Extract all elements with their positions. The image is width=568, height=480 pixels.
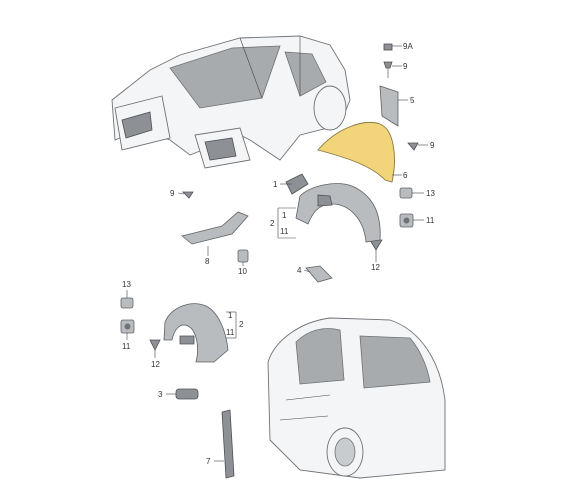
label-4: 4 — [297, 266, 302, 275]
part-3-insert — [175, 388, 199, 400]
label-9a: 9A — [403, 42, 413, 51]
label-9-left: 9 — [170, 189, 175, 198]
label-11-right: 11 — [426, 216, 435, 225]
clip-10 — [237, 249, 249, 263]
label-9-top: 9 — [403, 62, 408, 71]
screw-9-left — [182, 191, 194, 199]
part-6-fender-panel — [317, 122, 395, 183]
label-12-right: 12 — [371, 263, 380, 272]
leader-lines — [126, 45, 428, 462]
part-4-bracket — [305, 265, 333, 283]
clip-12-left — [149, 339, 161, 351]
label-11-left: 11 — [122, 342, 131, 351]
label-2-mid: 2 — [270, 219, 275, 228]
label-2-left: 2 — [239, 320, 244, 329]
label-12-left: 12 — [151, 360, 160, 369]
label-1-bracket: 1 — [282, 211, 287, 220]
fastener-9a — [383, 43, 393, 51]
screw-9-top — [383, 61, 393, 78]
wheel-housing-liner-upper — [295, 183, 381, 243]
label-11-bracket: 11 — [280, 227, 289, 236]
part-7-sill-strip — [221, 409, 235, 479]
screw-9-right — [407, 142, 419, 151]
label-3: 3 — [158, 390, 163, 399]
clip-11-right — [399, 213, 414, 228]
clip-13-left — [120, 297, 134, 309]
label-11-left-bracket: 11 — [226, 328, 235, 337]
label-9-right: 9 — [430, 141, 435, 150]
wheel-housing-liner-lower — [163, 303, 229, 363]
part-1-insert — [285, 173, 309, 195]
car-body-shell-top — [111, 35, 351, 169]
label-13-right: 13 — [426, 189, 435, 198]
label-13-left: 13 — [122, 280, 131, 289]
clip-13-right — [399, 187, 413, 199]
car-body-rear-lower — [267, 317, 446, 479]
callout-labels: 9A 9 5 9 6 13 11 12 1 2 1 11 4 9 8 10 13… — [122, 42, 435, 466]
label-1-mid: 1 — [273, 180, 278, 189]
label-7: 7 — [206, 457, 211, 466]
label-1-left-bracket: 1 — [228, 311, 233, 320]
clip-11-left — [120, 319, 135, 334]
part-5-trim-panel — [379, 85, 399, 127]
label-5: 5 — [410, 96, 415, 105]
part-8-bracket — [181, 211, 249, 245]
label-8: 8 — [205, 257, 210, 266]
label-6: 6 — [403, 171, 408, 180]
label-10: 10 — [238, 267, 247, 276]
